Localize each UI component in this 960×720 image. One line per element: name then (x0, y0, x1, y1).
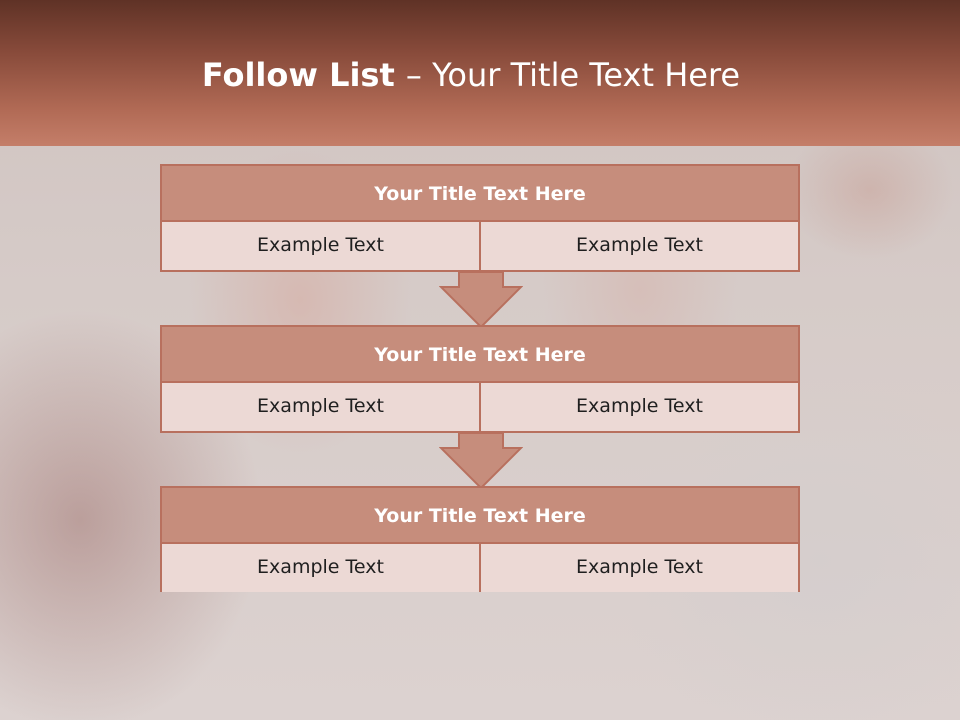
step-title: Your Title Text Here (162, 488, 798, 544)
page-title-rest: – Your Title Text Here (405, 56, 741, 94)
down-arrow-icon (439, 271, 523, 329)
step-cell-left: Example Text (162, 383, 479, 431)
step-cell-left: Example Text (162, 222, 479, 270)
page-title: Follow List – Your Title Text Here (0, 52, 942, 98)
step-row: Example Text Example Text (162, 383, 798, 431)
down-arrow-icon (439, 432, 523, 490)
step-row: Example Text Example Text (162, 544, 798, 592)
step-title: Your Title Text Here (162, 327, 798, 383)
step-row: Example Text Example Text (162, 222, 798, 270)
step-box-3: Your Title Text Here Example Text Exampl… (160, 486, 800, 592)
step-cell-left: Example Text (162, 544, 479, 592)
step-cell-right: Example Text (479, 544, 798, 592)
step-box-1: Your Title Text Here Example Text Exampl… (160, 164, 800, 272)
title-bar: Follow List – Your Title Text Here (0, 0, 960, 146)
step-cell-right: Example Text (479, 383, 798, 431)
page-title-strong: Follow List (201, 56, 406, 94)
step-cell-right: Example Text (479, 222, 798, 270)
step-box-2: Your Title Text Here Example Text Exampl… (160, 325, 800, 433)
step-title: Your Title Text Here (162, 166, 798, 222)
